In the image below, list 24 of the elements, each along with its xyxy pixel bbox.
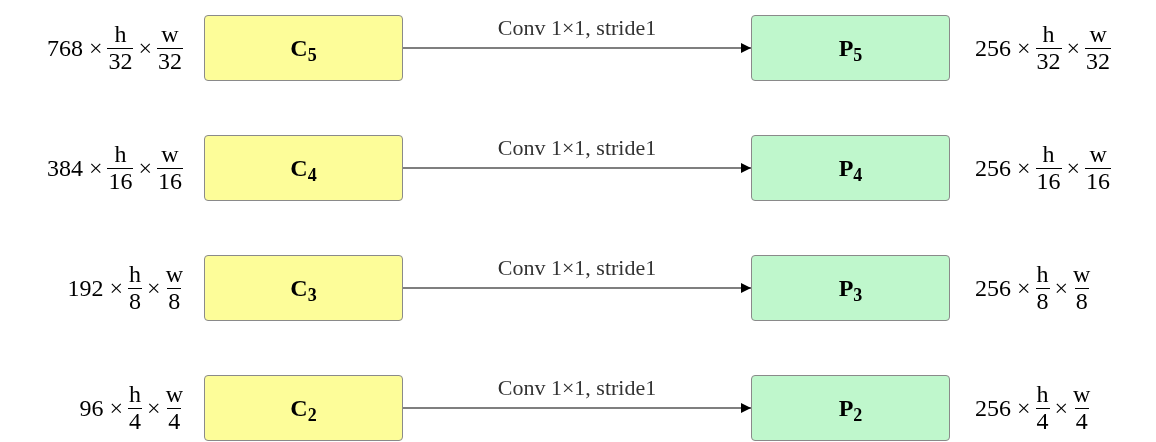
feature-map-box (204, 135, 403, 201)
edge-label: Conv 1×1, stride1 (497, 17, 657, 39)
box-label: C$_{5}$ (290, 34, 317, 66)
feature-map-box (204, 375, 403, 441)
edge-label: Conv 1×1, stride1 (497, 137, 657, 159)
arrow (402, 283, 752, 293)
box-label: P$_{2}$ (838, 394, 863, 426)
box-label: P$_{4}$ (838, 154, 863, 186)
feature-map-box (204, 255, 403, 321)
arrow (402, 403, 752, 413)
box-label: C$_{4}$ (290, 154, 317, 186)
arrow (402, 163, 752, 173)
feature-map-box (751, 375, 950, 441)
feature-map-box (204, 15, 403, 81)
feature-map-box (751, 15, 950, 81)
arrow (402, 43, 752, 53)
feature-map-box (751, 135, 950, 201)
box-label: C$_{3}$ (290, 274, 317, 306)
edge-label: Conv 1×1, stride1 (497, 257, 657, 279)
box-label: C$_{2}$ (290, 394, 317, 426)
feature-map-box (751, 255, 950, 321)
box-label: P$_{3}$ (838, 274, 863, 306)
edge-label: Conv 1×1, stride1 (497, 377, 657, 399)
box-label: P$_{5}$ (838, 34, 863, 66)
